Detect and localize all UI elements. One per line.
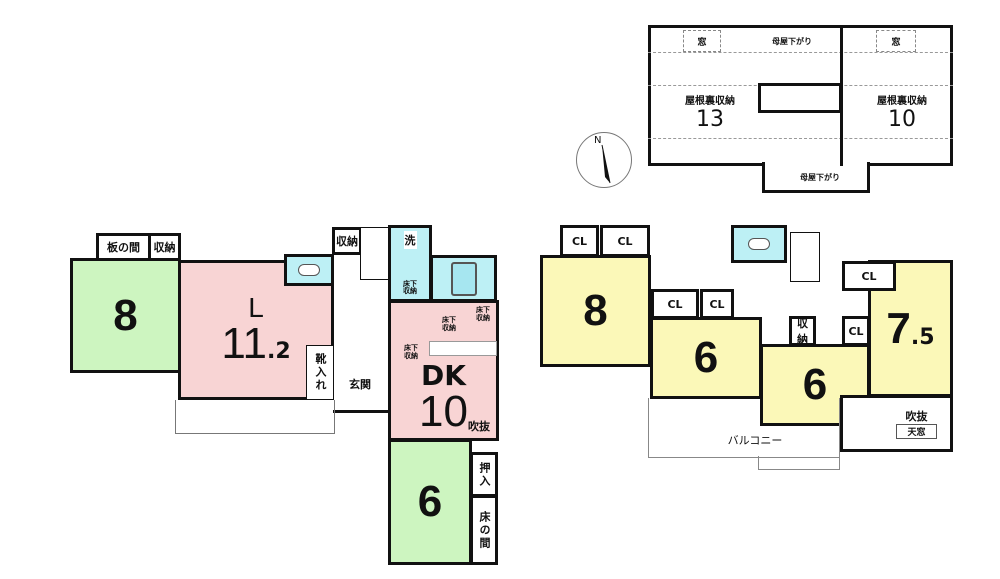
skylight: 天窓 — [896, 424, 937, 439]
toilet-icon — [748, 238, 770, 250]
compass: N — [576, 132, 632, 188]
toilet-2f — [731, 225, 787, 263]
storage-1f-a: 収納 — [148, 233, 181, 261]
dashed-line — [648, 52, 953, 53]
balcony-label: バルコニー — [727, 434, 783, 447]
dining-kitchen: 床下収納 床下収納 床下収納 DK 10 吹抜 — [388, 300, 499, 441]
bathtub-icon — [450, 261, 477, 296]
washroom: 洗 床下収納 — [388, 225, 432, 302]
entrance-wall — [333, 410, 388, 413]
dashed-line — [648, 138, 953, 139]
oshiire: 押入 — [470, 452, 498, 497]
itanoma: 板の間 — [96, 233, 151, 261]
entrance: 玄関 — [349, 378, 371, 391]
bathroom — [430, 255, 497, 302]
attic-window-right: 窓 — [876, 30, 916, 52]
stairs-1f — [360, 227, 390, 280]
void-2f: 吹抜 天窓 — [840, 395, 953, 452]
closet-2f-6: CL — [842, 261, 896, 291]
kitchen-counter — [429, 341, 497, 356]
washitsu-8: 8 — [70, 258, 181, 373]
shoe-cabinet: 靴入れ — [306, 345, 334, 400]
closet-2f-5: CL — [842, 316, 870, 346]
toilet-1f — [284, 254, 334, 286]
bedroom-6a: 6 — [650, 317, 762, 399]
closet-2f-2: CL — [600, 225, 650, 257]
tokonoma: 床の間 — [470, 495, 498, 565]
closet-2f-4: CL — [700, 289, 734, 319]
balcony-bump — [758, 456, 840, 470]
storage-1f-b: 収納 — [332, 227, 362, 255]
attic-stairs — [758, 83, 842, 113]
north-arrow-icon — [601, 144, 611, 184]
storage-2f: 収納 — [789, 316, 816, 346]
balcony — [648, 398, 840, 458]
bay-window — [175, 400, 335, 434]
attic-bump — [762, 162, 870, 193]
stairs-2f — [790, 232, 820, 282]
attic-eaves-top: 母屋下がり — [772, 37, 812, 46]
closet-2f-3: CL — [651, 289, 699, 319]
attic-eaves-bottom: 母屋下がり — [800, 173, 840, 182]
toilet-icon — [298, 264, 320, 276]
washitsu-6: 6 — [388, 439, 472, 565]
compass-north: N — [594, 135, 602, 146]
attic-window-left: 窓 — [683, 30, 721, 52]
bedroom-8: 8 — [540, 255, 651, 367]
closet-2f-1: CL — [560, 225, 599, 257]
